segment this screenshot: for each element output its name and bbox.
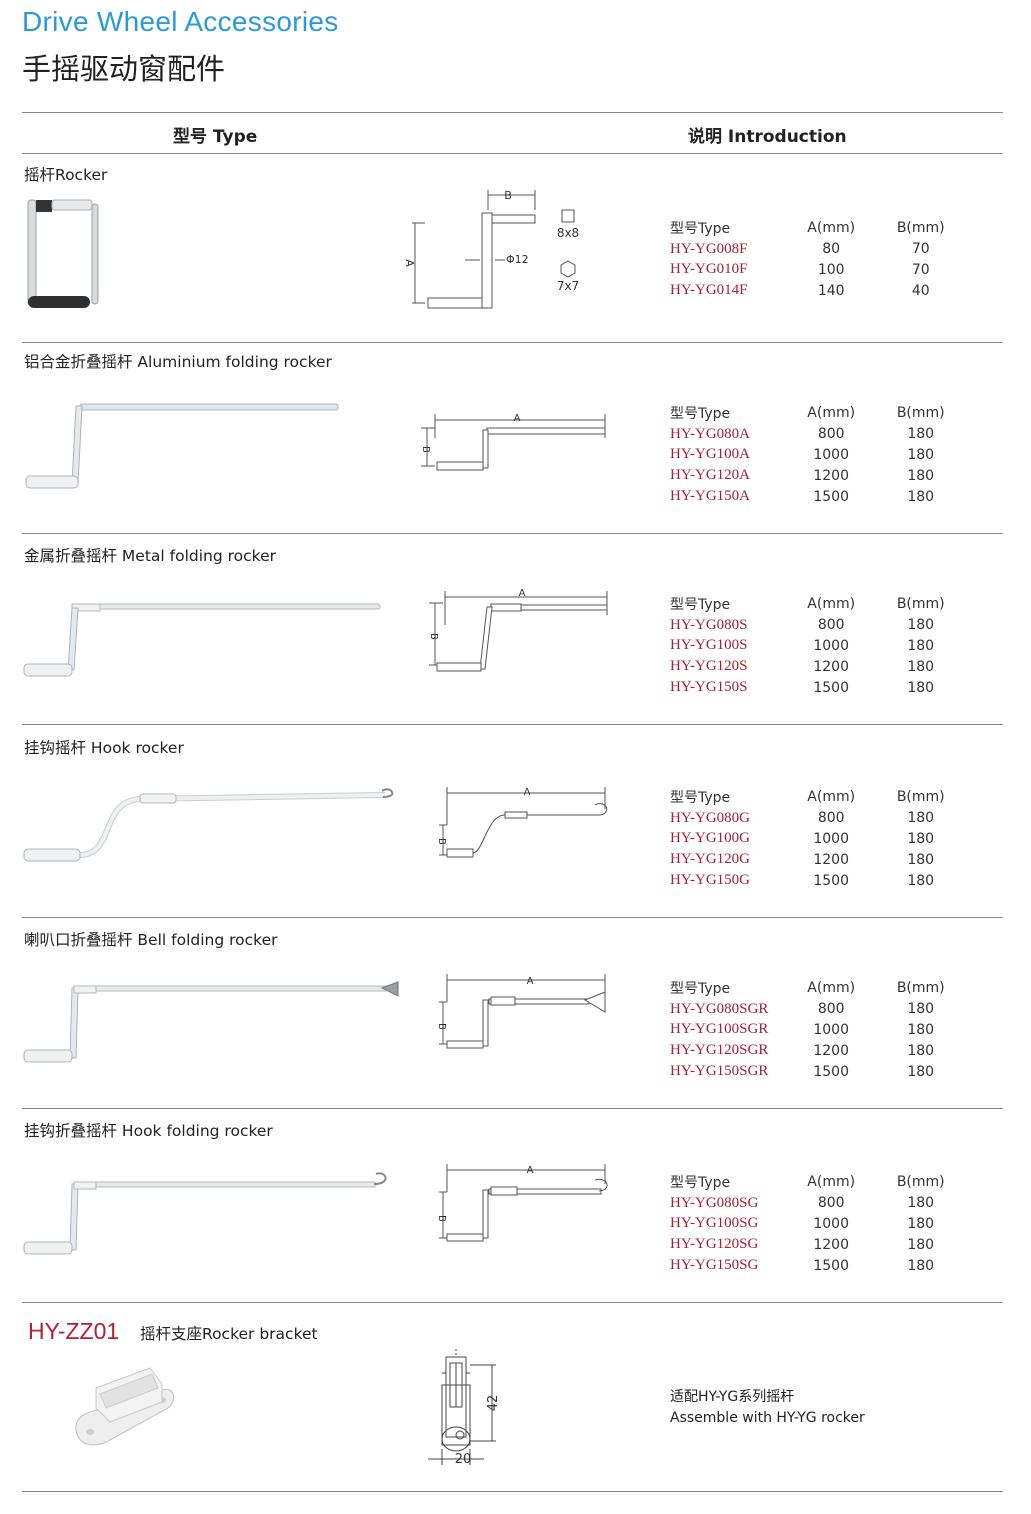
hook-rocker-drawing: A B: [436, 787, 608, 858]
dim-label: B: [436, 1215, 447, 1222]
rocker-photo: [27, 199, 99, 308]
dim-label: A: [514, 413, 521, 424]
dim-label: 7x7: [557, 279, 579, 293]
divider: [22, 533, 1003, 534]
divider: [22, 153, 1003, 154]
divider: [22, 342, 1003, 343]
dim-label: B: [436, 838, 447, 845]
metal-rocker-photo: [23, 603, 381, 677]
column-header-introduction: 说明 Introduction: [688, 127, 847, 147]
hook-folding-rocker-photo: [23, 1172, 387, 1255]
dim-label: B: [428, 633, 439, 640]
aluminium-rocker-photo: [25, 403, 339, 489]
dim-label: A: [527, 1165, 534, 1176]
bracket-note-en: Assemble with HY-YG rocker: [670, 1410, 865, 1426]
dim-label: Φ12: [506, 253, 529, 266]
section-title: 挂钩摇杆 Hook rocker: [24, 739, 184, 757]
divider: [22, 724, 1003, 725]
page-title-en: Drive Wheel Accessories: [22, 6, 339, 37]
dim-label: B: [504, 189, 512, 202]
dim-label: B: [436, 1023, 447, 1030]
metal-rocker-drawing: A B: [428, 588, 608, 672]
hook-folding-rocker-drawing: A B: [436, 1164, 608, 1242]
bell-rocker-photo: [23, 981, 399, 1063]
divider: [22, 1302, 1003, 1303]
dim-label: A: [519, 588, 526, 599]
section-title: 金属折叠摇杆 Metal folding rocker: [24, 547, 276, 565]
dim-label: B: [420, 446, 431, 453]
dim-label: A: [527, 976, 534, 987]
aluminium-rocker-drawing: A B: [420, 413, 606, 471]
section-title: 喇叭口折叠摇杆 Bell folding rocker: [24, 931, 278, 949]
dim-label: 8x8: [557, 226, 579, 240]
rocker-drawing: B A Φ12 8x8 7x7: [403, 189, 579, 309]
dim-label: A: [403, 259, 416, 267]
section-title: 挂钩折叠摇杆 Hook folding rocker: [24, 1122, 273, 1140]
page-title-cn: 手摇驱动窗配件: [22, 52, 226, 86]
bell-rocker-drawing: A B: [436, 974, 606, 1049]
divider: [22, 1491, 1003, 1492]
divider: [22, 1108, 1003, 1109]
bracket-note-cn: 适配HY-YG系列摇杆: [670, 1389, 795, 1405]
hook-rocker-photo: [23, 788, 394, 862]
divider: [22, 917, 1003, 918]
dim-label: A: [524, 787, 531, 798]
bracket-drawing: 42 20: [428, 1349, 501, 1467]
section-title: 铝合金折叠摇杆 Aluminium folding rocker: [24, 353, 332, 371]
bracket-photo: [75, 1367, 175, 1446]
section-title: 摇杆Rocker: [24, 166, 108, 184]
dim-label: 42: [486, 1395, 501, 1412]
dim-label: 20: [455, 1452, 472, 1467]
section-title: 摇杆支座Rocker bracket: [140, 1325, 318, 1343]
column-header-type: 型号 Type: [173, 127, 258, 147]
bracket-code: HY-ZZ01: [28, 1318, 120, 1344]
divider: [22, 112, 1003, 113]
